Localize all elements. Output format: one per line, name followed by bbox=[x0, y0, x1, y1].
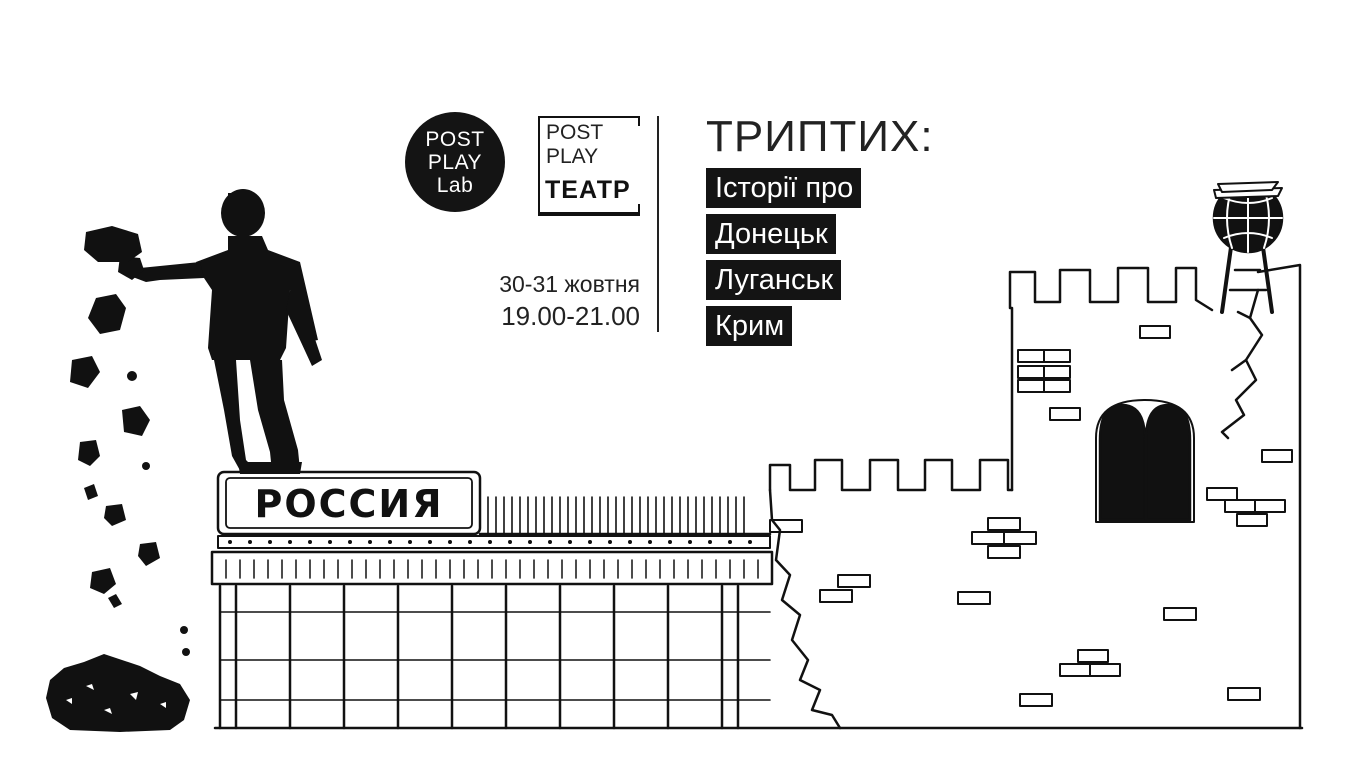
globe-tower-icon bbox=[1212, 181, 1284, 314]
logo-bracket bbox=[538, 116, 640, 216]
russia-building bbox=[210, 470, 774, 730]
russia-sign-text: РОССИЯ bbox=[254, 482, 444, 526]
logo-teatr-line: POST bbox=[546, 121, 604, 144]
vertical-divider bbox=[657, 116, 659, 332]
logo-bracket-tick bbox=[638, 204, 640, 214]
city-line-intro: Історії про bbox=[706, 168, 862, 208]
poster-title: ТРИПТИХ: bbox=[706, 112, 934, 161]
logo-teatr-line: ТЕАТР bbox=[545, 176, 631, 204]
post-play-teatr-logo: POST PLAY ТЕАТР bbox=[538, 116, 640, 216]
city-line-crimea: Крим bbox=[706, 306, 793, 346]
logo-lab-line: PLAY bbox=[427, 150, 483, 174]
post-play-lab-logo: POST PLAY Lab bbox=[405, 112, 505, 212]
logo-lab-line: POST bbox=[425, 127, 485, 151]
event-datetime: 30-31 жовтня 19.00-21.00 bbox=[440, 268, 640, 332]
arched-window bbox=[1095, 399, 1195, 523]
event-time: 19.00-21.00 bbox=[501, 301, 640, 331]
logo-teatr-line: PLAY bbox=[546, 145, 599, 168]
bricks bbox=[769, 325, 1293, 707]
city-line-donetsk: Донецьк bbox=[706, 214, 836, 254]
logo-bracket-tick bbox=[638, 116, 640, 126]
city-line-luhansk: Луганськ bbox=[706, 260, 842, 300]
logo-bracket-bottom bbox=[540, 212, 640, 214]
event-date: 30-31 жовтня bbox=[499, 271, 640, 297]
logo-lab-line: Lab bbox=[436, 173, 474, 197]
fortress-wall bbox=[768, 263, 1302, 730]
statue-figure-icon bbox=[118, 189, 322, 474]
coal-rocks-icon bbox=[46, 226, 190, 732]
